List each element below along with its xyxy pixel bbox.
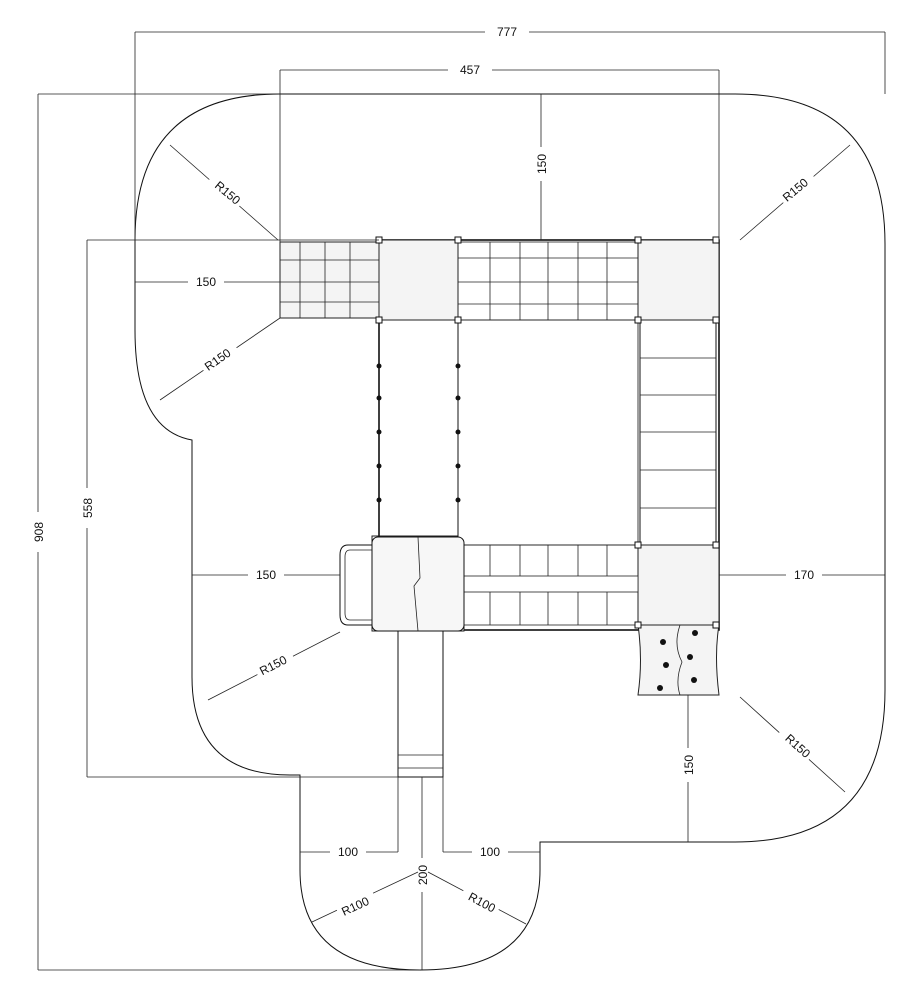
radius-callout-top-left: R150 bbox=[169, 144, 279, 241]
canopy-roof bbox=[371, 536, 465, 632]
dimension-label-908: 908 bbox=[32, 522, 46, 542]
dimension-label-170: 170 bbox=[794, 568, 814, 582]
dimension-top-clearance: 150 bbox=[533, 94, 549, 240]
walkway-grab-handles bbox=[376, 363, 461, 503]
safety-zone-outline bbox=[134, 93, 886, 971]
slide bbox=[397, 630, 444, 778]
dimension-label-left-lower-150: 150 bbox=[256, 568, 276, 582]
dimension-label-558: 558 bbox=[81, 498, 95, 518]
dimension-label-left-upper-150: 150 bbox=[196, 275, 216, 289]
dimension-label-right-100: 100 bbox=[480, 845, 500, 859]
radius-callout-bottom-right: R150 bbox=[739, 696, 846, 793]
dimension-structure-width: 457 bbox=[279, 62, 720, 242]
radius-callout-left-middle: R150 bbox=[159, 317, 281, 401]
overhead-ladder-top bbox=[457, 241, 639, 321]
dimension-left-lower-clearance: 150 bbox=[192, 567, 340, 583]
dimension-bottom-right-clearance: 150 bbox=[680, 695, 696, 842]
dimension-label-457: 457 bbox=[460, 63, 480, 77]
rock-climbing-wall bbox=[637, 624, 720, 696]
radius-callout-slide-left: R100 bbox=[311, 871, 419, 923]
dimension-label-200: 200 bbox=[416, 865, 430, 885]
bridge-bottom bbox=[463, 544, 639, 626]
dimension-structure-height: 558 bbox=[79, 239, 398, 778]
dimension-left-upper-clearance: 150 bbox=[135, 274, 280, 290]
horizontal-ladder-right bbox=[640, 357, 716, 509]
radius-callout-slide-right: R100 bbox=[427, 871, 527, 925]
dimension-label-777: 777 bbox=[497, 25, 517, 39]
dimension-label-bottom-right-150: 150 bbox=[682, 755, 696, 775]
dimension-label-left-100: 100 bbox=[338, 845, 358, 859]
climbing-net-left bbox=[280, 242, 379, 318]
entry-handrail bbox=[339, 544, 372, 626]
radius-callout-left-lower: R150 bbox=[207, 631, 341, 701]
dimension-slide-left-clearance: 100 bbox=[300, 777, 399, 860]
dimension-right-clearance: 170 bbox=[719, 567, 885, 583]
dimension-overall-height: 908 bbox=[30, 93, 420, 971]
radius-callout-top-right: R150 bbox=[739, 144, 851, 241]
dimension-label-top-150: 150 bbox=[535, 154, 549, 174]
dimension-slide-width: 200 bbox=[414, 777, 430, 970]
play-structure bbox=[279, 239, 720, 632]
dimension-overall-width: 777 bbox=[134, 24, 886, 240]
dimension-slide-right-clearance: 100 bbox=[442, 777, 540, 860]
